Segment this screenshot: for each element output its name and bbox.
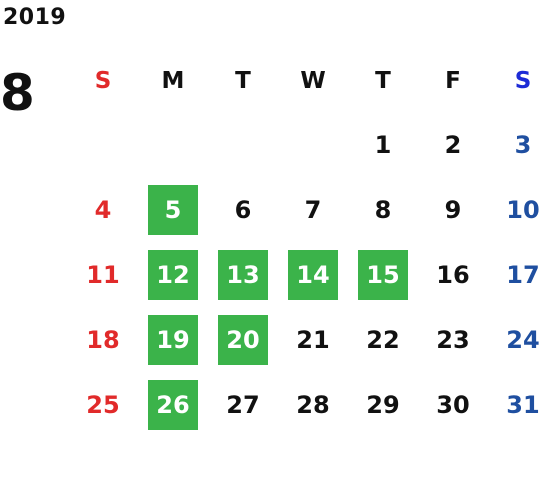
day-number[interactable]: 16 (436, 260, 470, 289)
day-number[interactable]: 17 (506, 260, 540, 289)
day-number[interactable]: 18 (86, 325, 120, 354)
day-cell: 6 (208, 177, 278, 242)
month-label: 8 (0, 64, 35, 122)
day-number-highlighted[interactable]: 13 (218, 249, 268, 300)
week-row: 25 26 27 28 29 30 31 (68, 372, 548, 437)
day-cell: 25 (68, 372, 138, 437)
day-number[interactable]: 30 (436, 390, 470, 419)
weekday-header-wed: W (300, 68, 326, 94)
day-cell: 20 (208, 307, 278, 372)
day-cell: 4 (68, 177, 138, 242)
day-cell: 1 (348, 112, 418, 177)
day-cell: 27 (208, 372, 278, 437)
day-cell: 13 (208, 242, 278, 307)
day-number-highlighted[interactable]: 20 (218, 314, 268, 365)
day-cell: 26 (138, 372, 208, 437)
day-cell: 8 (348, 177, 418, 242)
day-number-highlighted[interactable]: 19 (148, 314, 198, 365)
day-number[interactable]: 4 (94, 195, 112, 224)
day-number[interactable]: 6 (234, 195, 252, 224)
day-cell: 19 (138, 307, 208, 372)
day-cell: 21 (278, 307, 348, 372)
day-number[interactable]: 22 (366, 325, 400, 354)
day-cell: 14 (278, 242, 348, 307)
day-number[interactable]: 2 (444, 130, 462, 159)
day-cell: 10 (488, 177, 548, 242)
day-cell: 7 (278, 177, 348, 242)
weekday-header-fri: F (445, 68, 461, 94)
day-number[interactable]: 9 (444, 195, 462, 224)
day-cell (208, 112, 278, 177)
day-cell (138, 112, 208, 177)
weekday-header-sat: S (514, 68, 532, 94)
day-number[interactable]: 11 (86, 260, 120, 289)
day-cell: 15 (348, 242, 418, 307)
day-number[interactable]: 31 (506, 390, 540, 419)
day-cell: 11 (68, 242, 138, 307)
day-cell: 12 (138, 242, 208, 307)
day-number[interactable]: 3 (514, 130, 532, 159)
day-number-highlighted[interactable]: 26 (148, 379, 198, 430)
week-row: 4 5 6 7 8 9 10 (68, 177, 548, 242)
empty-day (78, 120, 128, 170)
day-number[interactable]: 1 (374, 130, 392, 159)
weekday-header-row: S M T W T F S (68, 58, 548, 104)
day-number[interactable]: 7 (304, 195, 322, 224)
day-cell (278, 112, 348, 177)
day-cell: 9 (418, 177, 488, 242)
year-label: 2019 (3, 5, 67, 30)
day-number[interactable]: 29 (366, 390, 400, 419)
empty-day (148, 120, 198, 170)
day-number-highlighted[interactable]: 15 (358, 249, 408, 300)
day-cell: 23 (418, 307, 488, 372)
day-number-highlighted[interactable]: 14 (288, 249, 338, 300)
day-cell: 2 (418, 112, 488, 177)
empty-day (288, 120, 338, 170)
day-cell: 31 (488, 372, 548, 437)
weekday-header-mon: M (161, 68, 185, 94)
weekday-header-sun: S (94, 68, 112, 94)
day-cell: 30 (418, 372, 488, 437)
week-row: 11 12 13 14 15 16 17 (68, 242, 548, 307)
day-cell (68, 112, 138, 177)
day-cell: 17 (488, 242, 548, 307)
day-number[interactable]: 28 (296, 390, 330, 419)
day-cell: 24 (488, 307, 548, 372)
day-number[interactable]: 25 (86, 390, 120, 419)
day-cell: 5 (138, 177, 208, 242)
day-cell: 3 (488, 112, 548, 177)
week-row: 1 2 3 (68, 112, 548, 177)
day-number[interactable]: 8 (374, 195, 392, 224)
day-cell: 22 (348, 307, 418, 372)
day-number[interactable]: 21 (296, 325, 330, 354)
day-number[interactable]: 24 (506, 325, 540, 354)
day-number-highlighted[interactable]: 12 (148, 249, 198, 300)
empty-day (218, 120, 268, 170)
weekday-header-thu: T (375, 68, 391, 94)
day-number[interactable]: 23 (436, 325, 470, 354)
day-cell: 16 (418, 242, 488, 307)
week-row: 18 19 20 21 22 23 24 (68, 307, 548, 372)
day-cell: 29 (348, 372, 418, 437)
day-number[interactable]: 10 (506, 195, 540, 224)
day-cell: 18 (68, 307, 138, 372)
weekday-header-tue: T (235, 68, 251, 94)
day-number-highlighted[interactable]: 5 (148, 184, 198, 235)
day-cell: 28 (278, 372, 348, 437)
day-number[interactable]: 27 (226, 390, 260, 419)
